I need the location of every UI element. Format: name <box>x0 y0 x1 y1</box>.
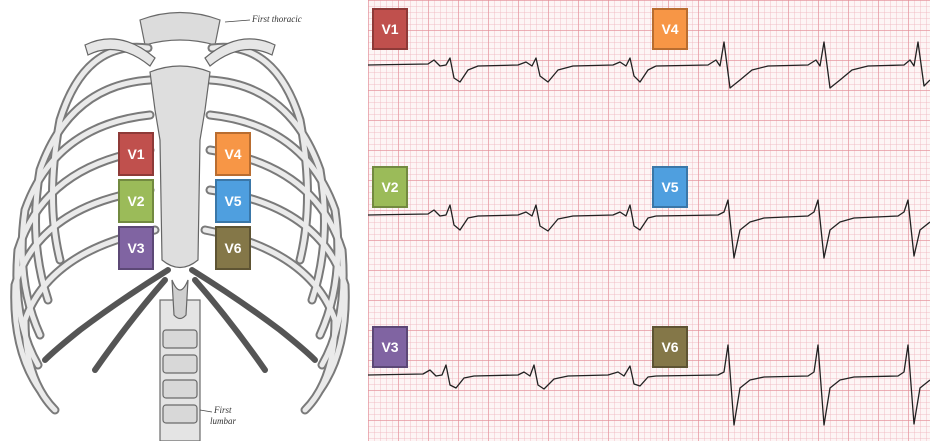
lead-label-v3: V3 <box>372 326 408 368</box>
rib-cage-illustration: First thoracic First lumbar V1 V2 V3 V4 … <box>0 0 360 441</box>
trace-v1 <box>368 58 656 82</box>
electrode-v6: V6 <box>215 226 251 270</box>
lead-label-v6: V6 <box>652 326 688 368</box>
trace-v6 <box>656 345 930 425</box>
trace-v2 <box>368 205 656 231</box>
rib-cage-drawing <box>0 0 360 441</box>
first-thoracic-caption: First thoracic <box>252 14 302 24</box>
electrode-v4: V4 <box>215 132 251 176</box>
electrode-v3: V3 <box>118 226 154 270</box>
lead-label-v5: V5 <box>652 166 688 208</box>
lead-label-v2: V2 <box>372 166 408 208</box>
electrode-v5: V5 <box>215 179 251 223</box>
electrode-v1: V1 <box>118 132 154 176</box>
lead-label-v1: V1 <box>372 8 408 50</box>
trace-v4 <box>656 42 930 88</box>
ecg-traces <box>368 0 930 441</box>
lead-label-v4: V4 <box>652 8 688 50</box>
first-lumbar-caption-line1: First <box>214 405 232 415</box>
trace-v3 <box>368 365 656 389</box>
ecg-strip: V1 V2 V3 V4 V5 V6 <box>368 0 930 441</box>
first-lumbar-caption-line2: lumbar <box>210 416 236 426</box>
electrode-v2: V2 <box>118 179 154 223</box>
trace-v5 <box>656 200 930 258</box>
